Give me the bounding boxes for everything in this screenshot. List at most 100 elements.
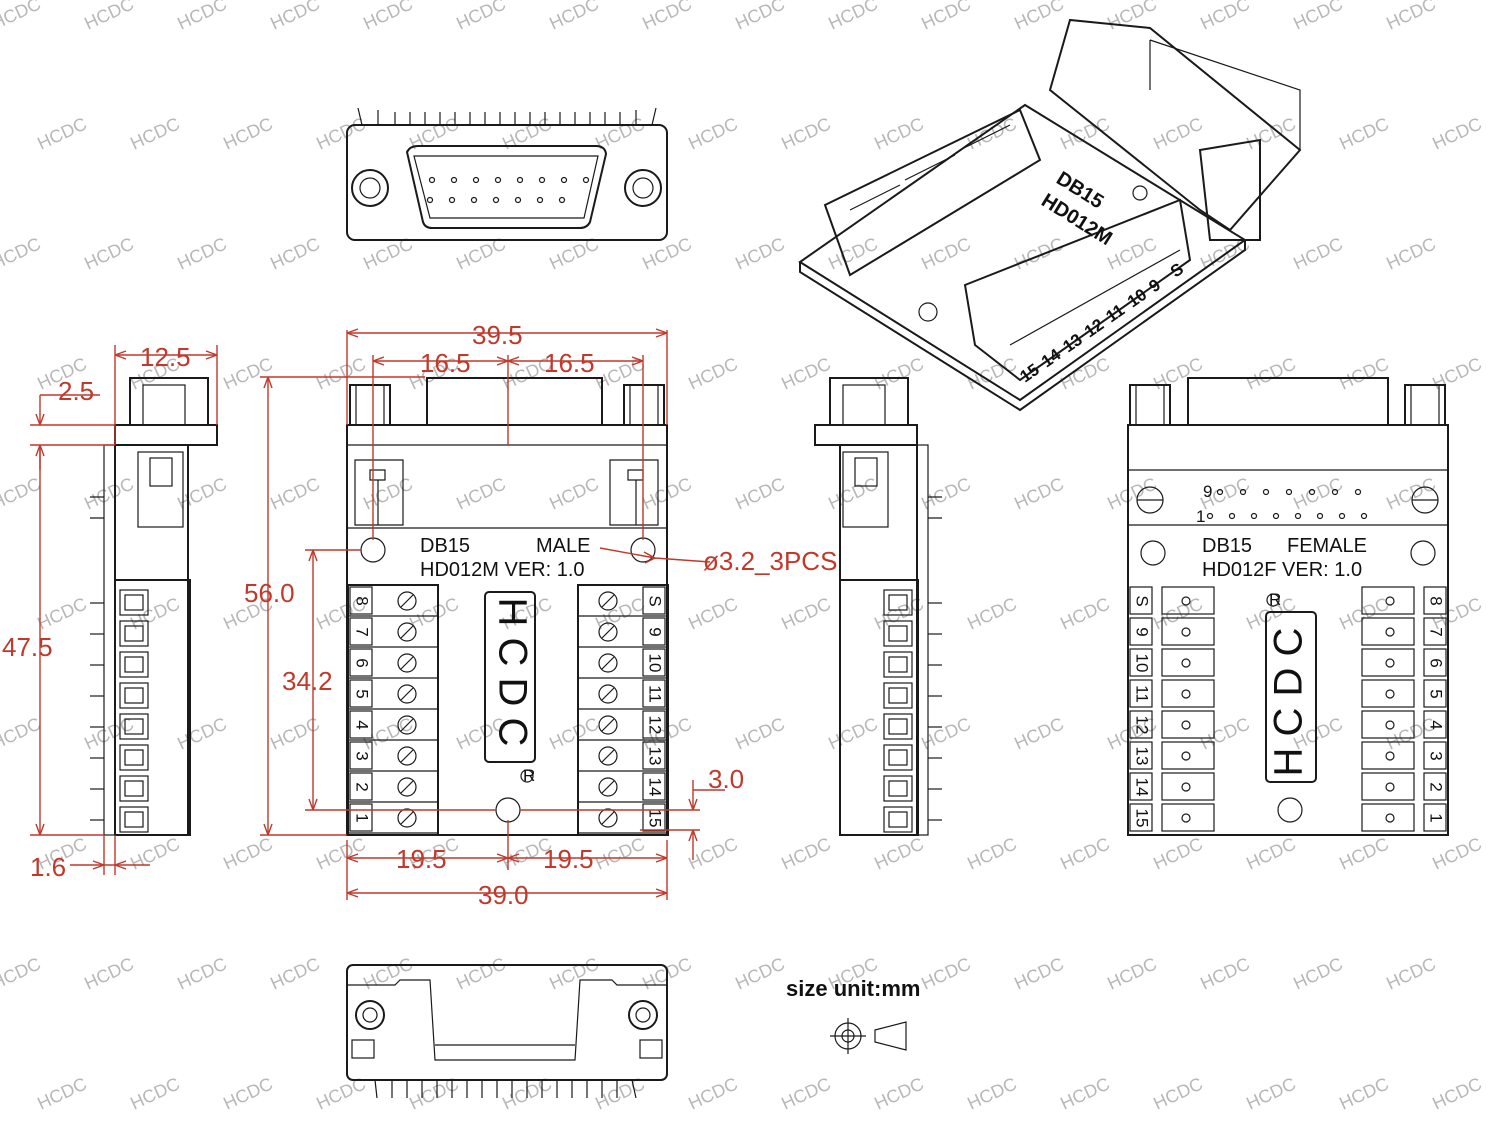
side-terminal-opening (124, 594, 144, 611)
watermark-text: HCDC (127, 114, 183, 154)
side-terminal-block (883, 775, 913, 802)
unit-note: size unit:mm (786, 976, 920, 1001)
male-right-pin-box (642, 648, 666, 677)
dimension-lines: 39.5 16.5 16.5 19.5 19.5 39.0 56.0 34.2 … (2, 320, 837, 910)
watermark-text: HCDC (871, 1074, 927, 1114)
side-terminal-opening (124, 656, 144, 673)
screw-icon (1181, 751, 1191, 761)
watermark-text: HCDC (1383, 474, 1439, 514)
female-registered-mark: R (1269, 590, 1281, 609)
watermark-text: HCDC (220, 1074, 276, 1114)
screw-slot (400, 625, 414, 639)
watermark-text: HCDC (871, 834, 927, 874)
watermark-text: HCDC (685, 114, 741, 154)
logo-letter: C (1267, 628, 1311, 657)
watermark-text: HCDC (918, 474, 974, 514)
female-right-pin-label: 4 (1427, 720, 1446, 729)
watermark-text: HCDC (546, 474, 602, 514)
male-registered-mark: R (523, 766, 535, 785)
female-terminal-cell (1361, 679, 1415, 708)
watermark-text: HCDC (732, 954, 788, 994)
male-left-pin-box (349, 648, 373, 677)
dim-offset-left: 16.5 (420, 348, 471, 378)
screw-slot (400, 749, 414, 763)
watermark-text: HCDC (918, 714, 974, 754)
iso-pin-label: 15 (1016, 360, 1042, 386)
female-right-pin-label: 5 (1427, 689, 1446, 698)
female-left-pin-box (1129, 741, 1153, 770)
female-right-pin-box (1423, 617, 1447, 646)
watermark-text: HCDC (1150, 114, 1206, 154)
male-right-pin-label: 13 (646, 747, 665, 766)
side-terminal-opening (124, 687, 144, 704)
screw-icon (1385, 627, 1395, 637)
watermark-text: HCDC (1336, 354, 1392, 394)
male-left-pin-label: 7 (353, 627, 372, 636)
male-model-label: DB15 (420, 535, 470, 557)
watermark-text: HCDC (220, 834, 276, 874)
watermark-text: HCDC (1197, 0, 1253, 34)
watermark-text: HCDC (825, 714, 881, 754)
watermark-text: HCDC (174, 234, 230, 274)
male-left-pin-label: 3 (353, 751, 372, 760)
watermark-text: HCDC (1011, 0, 1067, 34)
watermark-text: HCDC (174, 954, 230, 994)
male-right-pin-box (642, 679, 666, 708)
watermark-text: HCDC (871, 354, 927, 394)
side-terminal-opening (888, 780, 908, 797)
male-right-pin-box (642, 803, 666, 832)
screw-icon (598, 591, 618, 611)
dim-width-top: 39.5 (472, 320, 523, 350)
watermark-text: HCDC (1429, 114, 1485, 154)
male-right-pin-label: 11 (646, 685, 665, 703)
male-right-pin-label: S (646, 595, 665, 606)
male-left-pin-box (349, 710, 373, 739)
female-right-pin-label: 3 (1427, 751, 1446, 760)
screw-icon (1181, 596, 1191, 606)
watermark-text: HCDC (732, 234, 788, 274)
pin-dot (1308, 488, 1316, 496)
screw-icon (598, 777, 618, 797)
watermark-text: HCDC (267, 0, 323, 34)
watermark-text: HCDC (964, 594, 1020, 634)
screw-icon (1181, 782, 1191, 792)
screw-icon (598, 622, 618, 642)
female-terminal-cell (1161, 741, 1215, 770)
side-terminal-opening (124, 780, 144, 797)
dim-hole-spec: ø3.2_3PCS (703, 546, 837, 576)
screw-slot (601, 718, 615, 732)
female-terminal-cell (1161, 617, 1215, 646)
female-left-pin-box (1129, 772, 1153, 801)
male-right-pin-box (642, 617, 666, 646)
screw-icon (598, 746, 618, 766)
watermark-text: HCDC (778, 114, 834, 154)
pin-dot (1239, 488, 1247, 496)
watermark-text: HCDC (964, 1074, 1020, 1114)
side-view-right (814, 377, 942, 836)
side-terminal-opening (888, 594, 908, 611)
dim-height-holes: 34.2 (282, 666, 333, 696)
iso-pin-label: 13 (1059, 330, 1085, 356)
iso-pin-label: 10 (1124, 285, 1150, 311)
watermark-text: HCDC (127, 1074, 183, 1114)
pin-dot (1206, 512, 1214, 520)
side-terminal-block (119, 713, 149, 740)
watermark-text: HCDC (0, 714, 44, 754)
iso-pin-label: 9 (1145, 275, 1164, 296)
watermark-text: HCDC (1429, 354, 1485, 394)
watermark-text: HCDC (81, 234, 137, 274)
watermark-text: HCDC (825, 474, 881, 514)
watermark-text: HCDC (1243, 834, 1299, 874)
watermark-text: HCDC (0, 234, 44, 274)
male-gender-label: MALE (536, 535, 590, 557)
top-view-pins (357, 107, 657, 126)
female-row-bottom-label: 1 (1196, 507, 1205, 526)
screw-icon (397, 591, 417, 611)
side-terminal-block (119, 620, 149, 647)
side-terminal-block (883, 682, 913, 709)
watermark-text: HCDC (1197, 714, 1253, 754)
screw-icon (397, 622, 417, 642)
db15-pin-row-top (426, 176, 590, 204)
watermark-text: HCDC (732, 714, 788, 754)
male-right-pin-label: 9 (646, 627, 665, 636)
